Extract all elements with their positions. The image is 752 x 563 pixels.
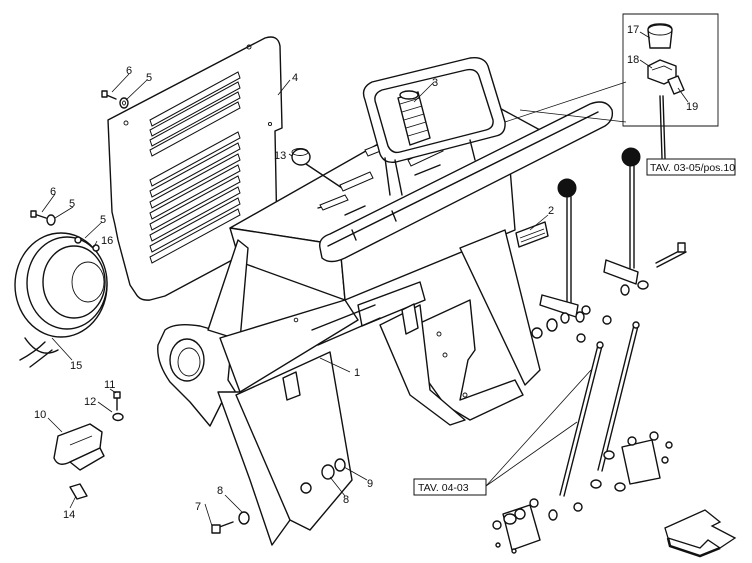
callout-8-left: 8 (217, 485, 223, 497)
callout-9: 9 (367, 478, 373, 490)
reference-label-bottom: TAV. 04-03 (418, 482, 469, 494)
callout-4: 4 (292, 72, 298, 84)
inset-box (622, 13, 719, 159)
washer-12 (112, 412, 124, 422)
callout-5-middle: 5 (69, 198, 75, 210)
callout-numbers: 1 2 3 4 5 5 5 6 6 7 8 8 9 10 11 12 13 14… (34, 24, 698, 521)
callout-5-lower: 5 (100, 214, 106, 226)
callout-15: 15 (70, 360, 82, 372)
callout-12: 12 (84, 396, 96, 408)
washer-8-left (238, 511, 250, 525)
callout-19: 19 (686, 101, 698, 113)
washer-8-right (321, 464, 335, 480)
callout-2: 2 (548, 205, 554, 217)
reference-box-right: TAV. 03-05/pos.10 (646, 158, 736, 176)
linkage-rods (559, 315, 640, 497)
control-lever-right (603, 147, 687, 296)
bolt-7 (211, 521, 234, 534)
callout-6-lower: 6 (50, 186, 56, 198)
direction-arrow-icon (664, 509, 737, 558)
callout-17: 17 (627, 24, 639, 36)
lower-bracket-right (590, 431, 673, 492)
callout-13: 13 (274, 150, 286, 162)
callout-1: 1 (354, 367, 360, 379)
reference-box-bottom: TAV. 04-03 (413, 478, 487, 496)
grille-louvers-upper (149, 71, 241, 157)
callout-6-upper: 6 (126, 65, 132, 77)
callout-11: 11 (104, 379, 115, 391)
cap-13 (291, 148, 311, 166)
handle-tube (319, 101, 614, 263)
screw-6-lower (30, 210, 47, 219)
pad-2 (515, 221, 549, 248)
grille-louvers-lower (149, 131, 241, 264)
washer-5-lower (46, 214, 56, 226)
screw-6-upper (101, 90, 117, 100)
callout-8-right: 8 (343, 494, 349, 506)
callout-14: 14 (63, 509, 75, 521)
callout-16: 16 (101, 235, 113, 247)
screw-11 (113, 391, 121, 411)
callout-10: 10 (34, 409, 46, 421)
callout-5-upper: 5 (146, 72, 152, 84)
reference-label-right: TAV. 03-05/pos.10 (650, 162, 735, 174)
grille-panel (107, 36, 283, 301)
callout-18: 18 (627, 54, 639, 66)
callout-7: 7 (195, 501, 201, 513)
leader-lines (41, 31, 689, 527)
control-lever-left (531, 178, 591, 339)
nut-9 (334, 458, 346, 472)
washer-5-upper (119, 97, 129, 109)
pin-14 (69, 483, 88, 500)
shift-boot-assembly (362, 56, 506, 196)
callout-3: 3 (432, 77, 438, 89)
lower-bracket-left (492, 498, 583, 554)
bracket-10 (53, 423, 105, 471)
fan-shroud (14, 232, 108, 368)
